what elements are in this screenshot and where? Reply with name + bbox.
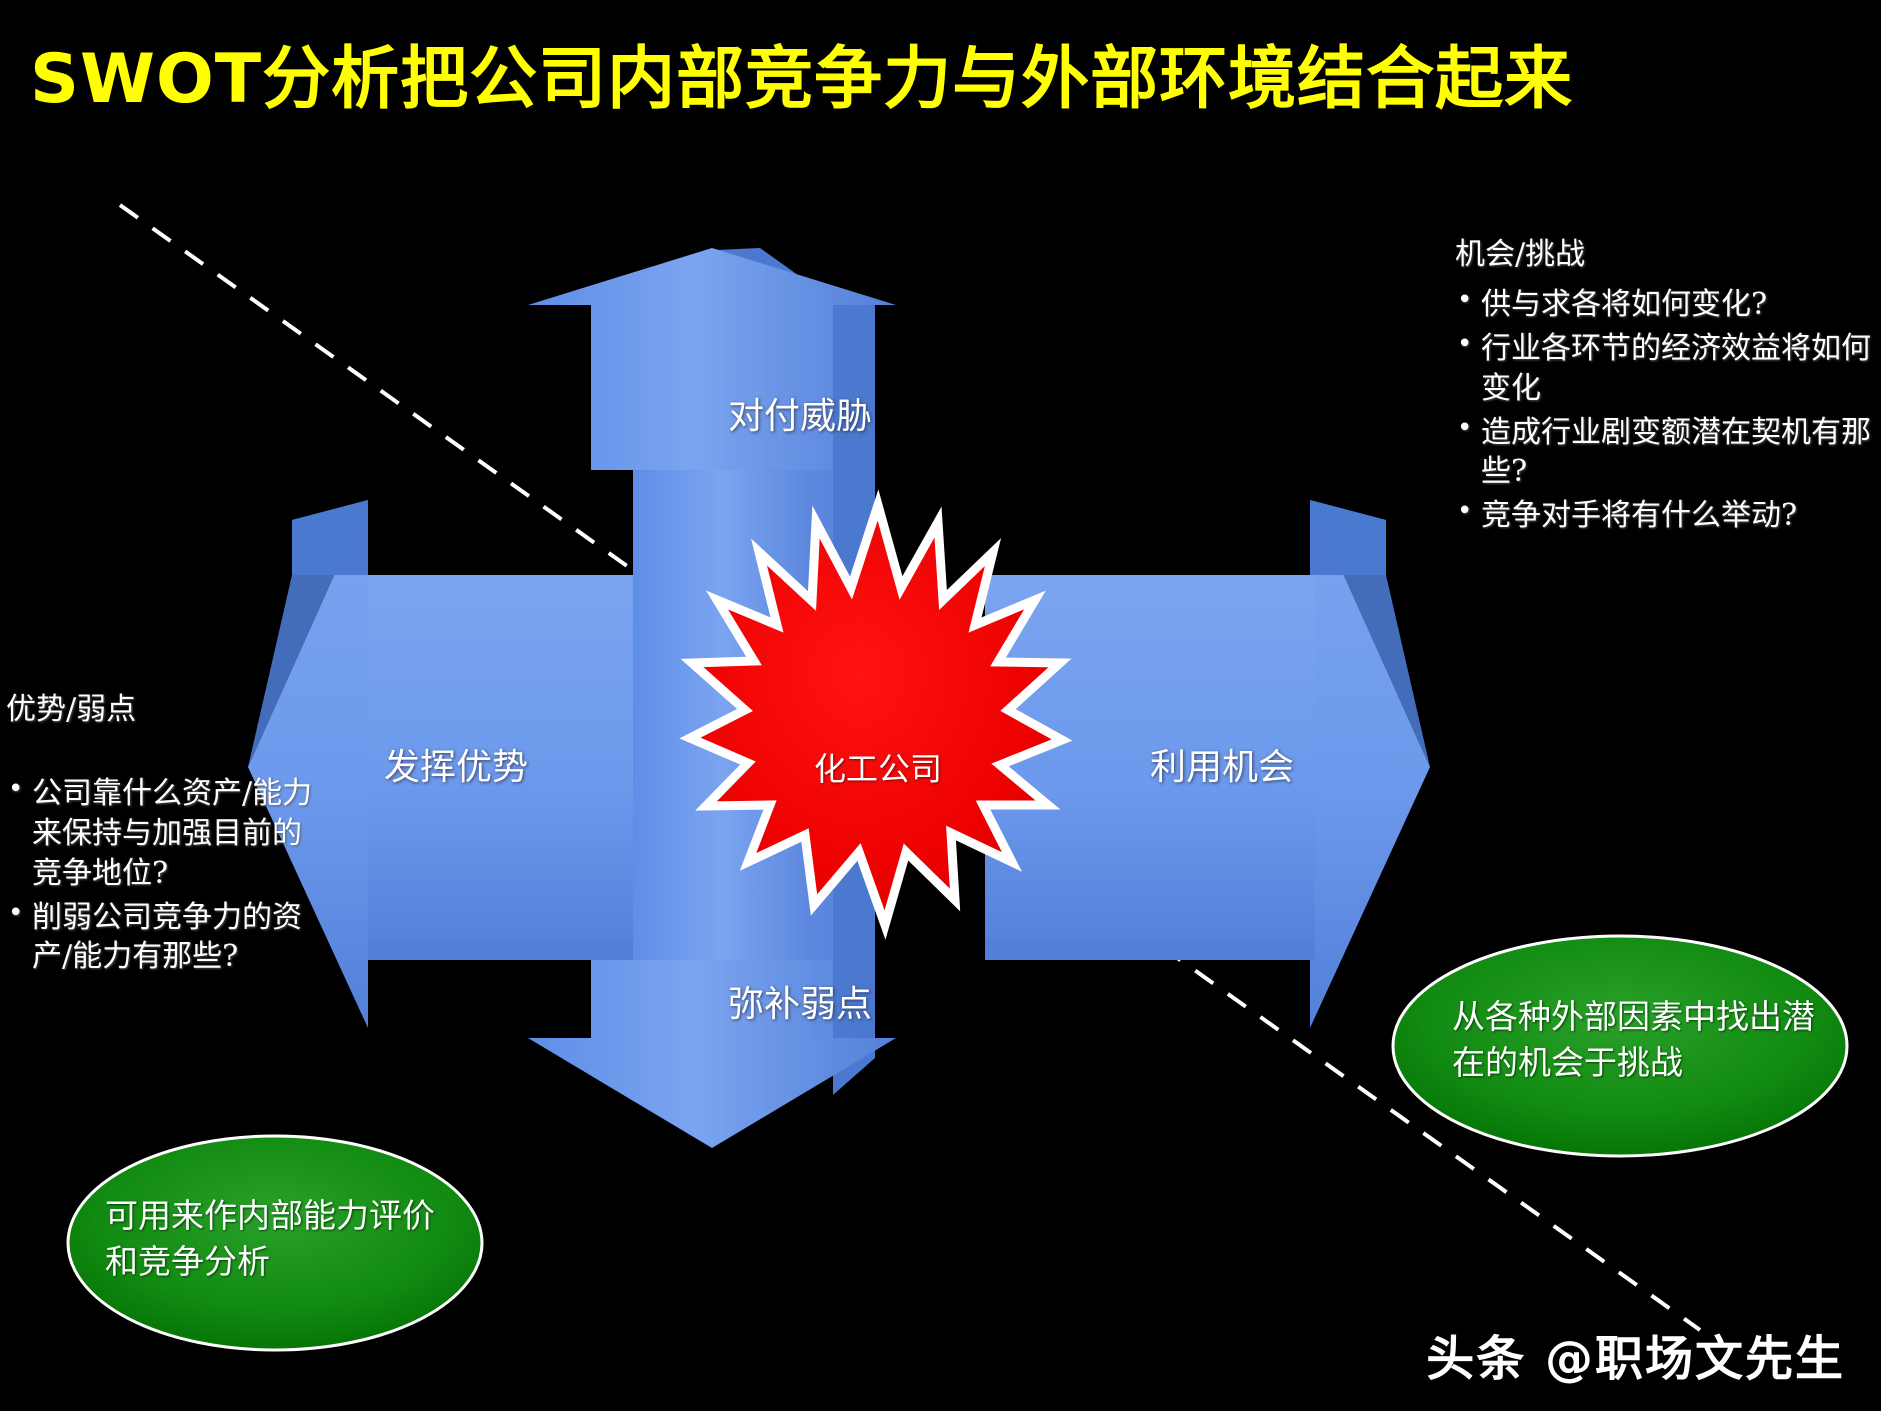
strengths-weaknesses-list: 公司靠什么资产/能力来保持与加强目前的竞争地位? 削弱公司竞争力的资产/能力有那… <box>6 772 326 978</box>
arrow-label-left: 发挥优势 <box>383 747 529 788</box>
opportunities-threats-list: 供与求各将如何变化? 行业各环节的经济效益将如何变化 造成行业剧变额潜在契机有那… <box>1455 283 1875 536</box>
strengths-weaknesses-panel: 优势/弱点 公司靠什么资产/能力来保持与加强目前的竞争地位? 削弱公司竞争力的资… <box>6 690 326 981</box>
center-company-label: 化工公司 <box>813 750 943 788</box>
list-item: 供与求各将如何变化? <box>1455 283 1875 325</box>
center-starburst <box>679 489 1073 940</box>
strengths-weaknesses-heading: 优势/弱点 <box>6 692 137 727</box>
arrow-label-right: 利用机会 <box>1149 747 1295 788</box>
list-item: 削弱公司竞争力的资产/能力有那些? <box>6 896 326 978</box>
list-item: 公司靠什么资产/能力来保持与加强目前的竞争地位? <box>6 772 326 894</box>
callout-text-internal: 可用来作内部能力评价和竞争分析 <box>105 1196 435 1282</box>
arrow-label-bottom: 弥补弱点 <box>727 984 873 1025</box>
callout-ellipse-right <box>1391 934 1849 1158</box>
watermark: 头条 @职场文先生 <box>1426 1331 1845 1387</box>
opportunities-threats-heading: 机会/挑战 <box>1455 237 1586 272</box>
callout-text-external: 从各种外部因素中找出潜在的机会于挑战 <box>1452 997 1815 1083</box>
arrow-label-top: 对付威胁 <box>727 396 873 437</box>
opportunities-threats-panel: 机会/挑战 供与求各将如何变化? 行业各环节的经济效益将如何变化 造成行业剧变额… <box>1455 235 1875 540</box>
list-item: 行业各环节的经济效益将如何变化 <box>1455 327 1875 409</box>
page-title: SWOT分析把公司内部竞争力与外部环境结合起来 <box>30 40 1574 119</box>
list-item: 造成行业剧变额潜在契机有那些? <box>1455 411 1875 493</box>
list-item: 竞争对手将有什么举动? <box>1455 494 1875 536</box>
callout-ellipse-left <box>66 1134 484 1352</box>
